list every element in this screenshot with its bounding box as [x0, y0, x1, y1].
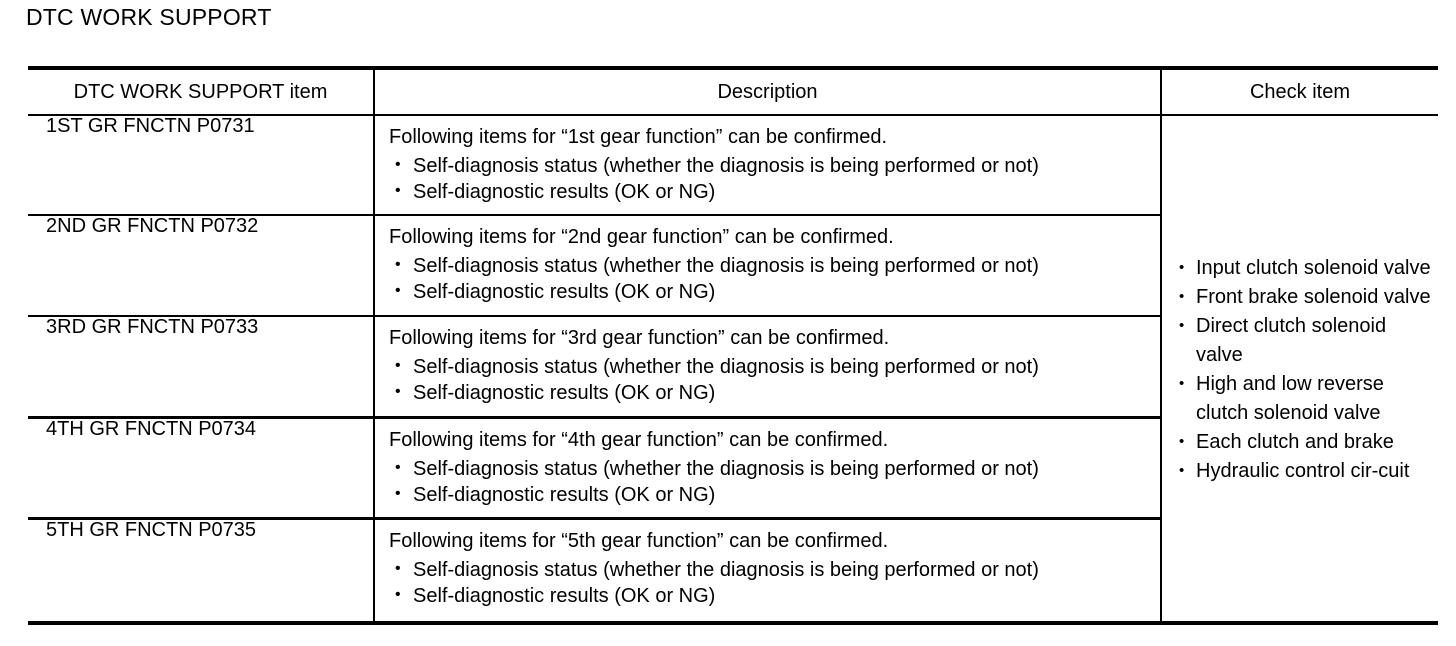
cell-item: 1ST GR FNCTN P0731: [28, 115, 374, 216]
description-lead: Following items for “5th gear function” …: [389, 529, 889, 552]
column-header-check-item: Check item: [1160, 66, 1438, 116]
check-item-content: Input clutch solenoid valve Front brake …: [1174, 122, 1438, 486]
table-header-row: DTC WORK SUPPORT item Description Check …: [28, 66, 1438, 116]
cell-description: Following items for “4th gear function” …: [373, 417, 1161, 520]
cell-description: Following items for “2nd gear function” …: [373, 215, 1161, 317]
cell-item: 5TH GR FNCTN P0735: [28, 518, 374, 625]
description-bullet: Self-diagnosis status (whether the diagn…: [389, 556, 1160, 583]
table-header: DTC WORK SUPPORT item Description Check …: [28, 66, 1438, 116]
description-bullet: Self-diagnosis status (whether the diagn…: [389, 152, 1160, 179]
description-lead: Following items for “4th gear function” …: [389, 428, 889, 451]
cell-item: 2ND GR FNCTN P0732: [28, 215, 374, 317]
column-header-description: Description: [373, 66, 1161, 116]
cell-description: Following items for “1st gear function” …: [373, 115, 1161, 216]
description-bullet: Self-diagnostic results (OK or NG): [389, 582, 1160, 609]
item-label: 3RD GR FNCTN P0733: [46, 316, 259, 338]
table-body: 1ST GR FNCTN P0731 Following items for “…: [28, 115, 1438, 625]
description-bullet: Self-diagnostic results (OK or NG): [389, 178, 1160, 205]
dtc-work-support-table-wrapper: DTC WORK SUPPORT item Description Check …: [28, 66, 1438, 625]
check-item-entry: Front brake solenoid valve: [1174, 282, 1438, 312]
check-item-entry: High and low reverse clutch solenoid val…: [1174, 369, 1438, 428]
description-bullet: Self-diagnostic results (OK or NG): [389, 379, 1160, 406]
table-row: 2ND GR FNCTN P0732 Following items for “…: [28, 215, 1438, 317]
item-label: 4TH GR FNCTN P0734: [46, 417, 257, 440]
description-bullet: Self-diagnosis status (whether the diagn…: [389, 252, 1160, 279]
description-bullet: Self-diagnostic results (OK or NG): [389, 278, 1160, 305]
description-lead: Following items for “1st gear function” …: [389, 126, 887, 148]
description-lead: Following items for “2nd gear function” …: [389, 226, 894, 248]
check-item-entry: Input clutch solenoid valve: [1174, 253, 1438, 283]
description-bullet-list: Self-diagnosis status (whether the diagn…: [389, 152, 1160, 205]
cell-description: Following items for “3rd gear function” …: [373, 316, 1161, 419]
item-label: 1ST GR FNCTN P0731: [46, 115, 255, 137]
item-label: 5TH GR FNCTN P0735: [46, 518, 257, 541]
check-item-entry: Hydraulic control cir-​cuit: [1174, 456, 1438, 486]
column-header-item: DTC WORK SUPPORT item: [28, 66, 374, 116]
description-bullet: Self-diagnosis status (whether the diagn…: [389, 455, 1160, 482]
description-bullet-list: Self-diagnosis status (whether the diagn…: [389, 353, 1160, 406]
item-label: 2ND GR FNCTN P0732: [46, 215, 259, 237]
dtc-work-support-table: DTC WORK SUPPORT item Description Check …: [28, 66, 1438, 625]
cell-item: 3RD GR FNCTN P0733: [28, 316, 374, 419]
check-item-entry: Direct clutch solenoid valve: [1174, 311, 1438, 370]
cell-check-item: Input clutch solenoid valve Front brake …: [1160, 115, 1438, 625]
table-row: 5TH GR FNCTN P0735 Following items for “…: [28, 518, 1438, 625]
cell-item: 4TH GR FNCTN P0734: [28, 417, 374, 520]
description-bullet-list: Self-diagnosis status (whether the diagn…: [389, 556, 1160, 609]
table-row: 3RD GR FNCTN P0733 Following items for “…: [28, 316, 1438, 419]
description-bullet: Self-diagnostic results (OK or NG): [389, 481, 1160, 508]
table-row: 4TH GR FNCTN P0734 Following items for “…: [28, 417, 1438, 520]
page-title: DTC WORK SUPPORT: [26, 4, 272, 30]
description-bullet-list: Self-diagnosis status (whether the diagn…: [389, 252, 1160, 305]
description-lead: Following items for “3rd gear function” …: [389, 327, 890, 349]
cell-description: Following items for “5th gear function” …: [373, 518, 1161, 625]
description-bullet-list: Self-diagnosis status (whether the diagn…: [389, 455, 1160, 508]
description-bullet: Self-diagnosis status (whether the diagn…: [389, 353, 1160, 380]
table-row: 1ST GR FNCTN P0731 Following items for “…: [28, 115, 1438, 625]
check-item-list: Input clutch solenoid valve Front brake …: [1174, 253, 1438, 486]
check-item-entry: Each clutch and brake: [1174, 427, 1438, 457]
